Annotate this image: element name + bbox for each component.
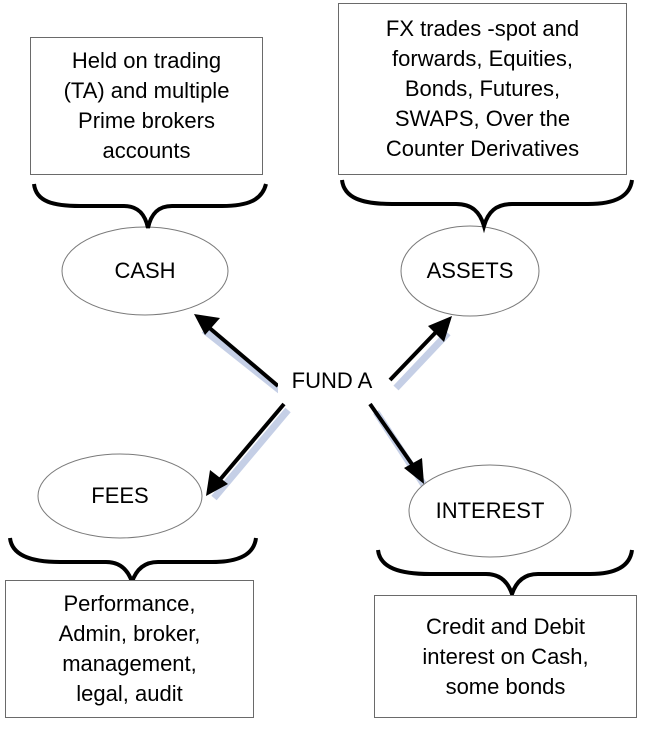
arrowhead-fees	[206, 470, 228, 496]
arrowhead-assets	[428, 316, 452, 342]
interest-description: Credit and Debit interest on Cash, some …	[422, 613, 589, 699]
arrowheads	[194, 314, 452, 496]
cash-description-box: Held on trading (TA) and multiple Prime …	[30, 37, 263, 175]
fees-description: Performance, Admin, broker, management, …	[58, 591, 201, 706]
assets-ellipse	[400, 225, 540, 317]
center-label-bg	[278, 366, 386, 400]
arrowhead-interest	[404, 458, 424, 484]
interest-brace	[376, 549, 634, 601]
interest-description-box: Credit and Debit interest on Cash, some …	[374, 595, 637, 718]
fees-brace	[8, 537, 258, 589]
cash-label: CASH	[114, 258, 176, 283]
interest-ellipse	[408, 464, 572, 558]
cash-ellipse	[61, 226, 229, 316]
fees-description-box: Performance, Admin, broker, management, …	[5, 580, 254, 718]
arrow-to-assets	[388, 328, 440, 382]
assets-description-box: FX trades -spot and forwards, Equities, …	[338, 3, 627, 175]
cash-brace	[32, 183, 268, 229]
interest-label: INTEREST	[435, 498, 545, 523]
arrow-to-cash	[204, 323, 280, 388]
fees-label: FEES	[91, 483, 149, 508]
arrow-to-interest	[368, 402, 418, 472]
center-label: FUND A	[291, 368, 373, 393]
cash-description: Held on trading (TA) and multiple Prime …	[63, 48, 230, 163]
assets-label: ASSETS	[426, 258, 514, 283]
assets-description: FX trades -spot and forwards, Equities, …	[385, 16, 580, 161]
arrow-to-fees	[216, 402, 286, 484]
assets-brace	[340, 179, 634, 234]
arrowhead-cash	[194, 314, 220, 335]
arrows	[204, 323, 440, 484]
fees-ellipse	[37, 453, 203, 539]
